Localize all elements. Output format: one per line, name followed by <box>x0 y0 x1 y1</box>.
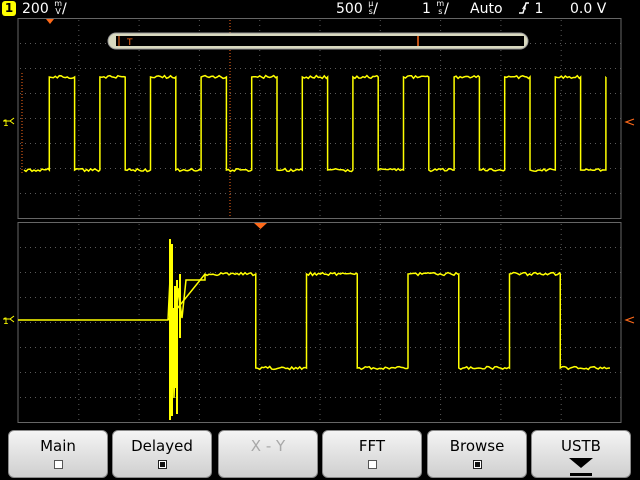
channel1-ground-marker-zoom[interactable]: 1 <box>3 316 14 327</box>
zoom-window-grid <box>20 224 621 420</box>
softkey-xy[interactable]: X - Y <box>218 430 318 478</box>
unchecked-box-icon <box>368 460 377 469</box>
softkey-fft[interactable]: FFT <box>322 430 422 478</box>
per-division-slash: / <box>444 1 449 17</box>
softkey-xy-label: X - Y <box>219 437 317 455</box>
channel1-ground-marker-main[interactable]: 1 <box>3 118 14 129</box>
trigger-level[interactable]: 0.0 V <box>570 0 606 18</box>
softkey-main-label: Main <box>9 437 107 455</box>
softkey-main[interactable]: Main <box>8 430 108 478</box>
main-timebase-value: 500 <box>336 1 363 17</box>
trigger-source-channel: 1 <box>534 1 543 17</box>
status-bar: 1 200 mV/ 500 µs/ 1 ms/ Auto 1 0.0 V <box>0 0 640 18</box>
softkey-bar: Main Delayed X - Y FFT Browse USTB <box>0 427 640 480</box>
trigger-level-marker-zoom[interactable] <box>626 317 634 323</box>
channel-scale-unit: mV <box>54 0 62 16</box>
checked-box-icon <box>473 460 482 469</box>
unchecked-box-icon <box>54 460 63 469</box>
per-division-slash: / <box>373 1 378 17</box>
memory-position-bar[interactable] <box>108 33 528 49</box>
waveform-canvas: T 1 1 <box>0 18 640 426</box>
softkey-browse[interactable]: Browse <box>427 430 527 478</box>
softkey-fft-label: FFT <box>323 437 421 455</box>
zoom-timebase[interactable]: 1 ms/ <box>422 0 449 18</box>
main-timebase[interactable]: 500 µs/ <box>336 0 378 18</box>
trigger-mode[interactable]: Auto <box>470 0 503 18</box>
zoom-timebase-value: 1 <box>422 1 431 17</box>
per-division-slash: / <box>62 1 67 17</box>
channel-badge[interactable]: 1 <box>2 1 16 16</box>
channel1-trace-zoom <box>18 273 610 370</box>
channel-scale[interactable]: 200 mV/ <box>22 0 67 18</box>
softkey-browse-label: Browse <box>428 437 526 455</box>
softkey-ustb[interactable]: USTB <box>531 430 631 478</box>
checked-box-icon <box>158 460 167 469</box>
softkey-delayed[interactable]: Delayed <box>112 430 212 478</box>
channel1-trace-main <box>24 76 606 172</box>
trigger-level-marker-main[interactable] <box>626 119 634 125</box>
arrow-down-icon <box>569 458 593 468</box>
zoom-timebase-unit: ms <box>436 0 444 16</box>
zoom-trigger-position-marker[interactable] <box>254 223 267 229</box>
trigger-point-label: T <box>126 38 133 48</box>
channel-scale-value: 200 <box>22 1 49 17</box>
trigger-source[interactable]: 1 <box>518 0 543 18</box>
rising-edge-icon <box>518 1 530 15</box>
waveform-display[interactable]: T 1 1 <box>0 18 640 426</box>
softkey-ustb-label: USTB <box>532 437 630 455</box>
softkey-delayed-label: Delayed <box>113 437 211 455</box>
